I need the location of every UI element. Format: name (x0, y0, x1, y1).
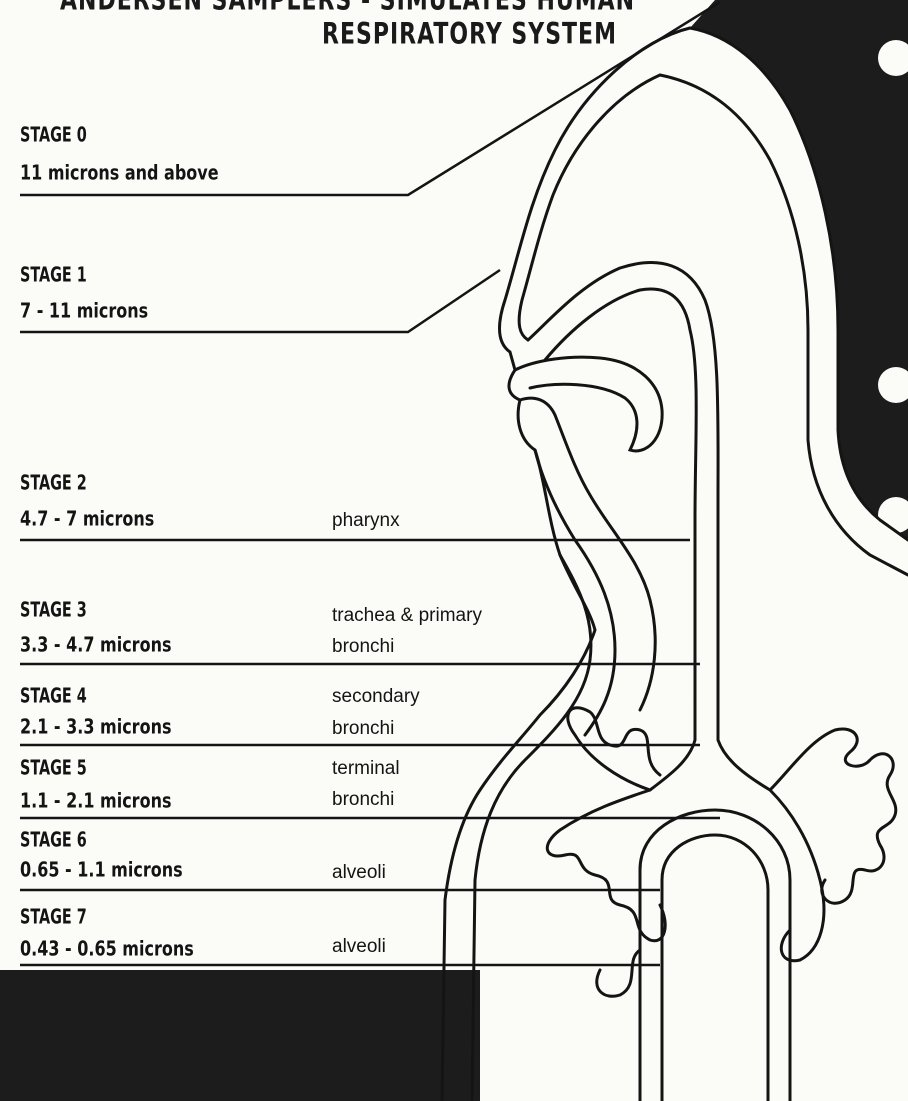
stage-6-range: 0.65 - 1.1 microns (20, 857, 183, 882)
page-title-line-2: RESPIRATORY SYSTEM (322, 18, 617, 52)
stage-2-range: 4.7 - 7 microns (20, 506, 154, 531)
stage-6-region: alveoli (332, 862, 386, 884)
stage-7-region: alveoli (332, 936, 386, 958)
stage-7-range: 0.43 - 0.65 microns (20, 936, 194, 961)
stage-1-label: STAGE 1 (20, 262, 87, 287)
stage-3-region-line-2: bronchi (332, 636, 394, 658)
stage-4-label: STAGE 4 (20, 683, 87, 708)
stage-3-label: STAGE 3 (20, 597, 87, 622)
stage-5-region-line-2: bronchi (332, 789, 394, 811)
head-dark-backdrop (690, 0, 908, 540)
alveoli-outline-left (597, 950, 640, 996)
stage-4-range: 2.1 - 3.3 microns (20, 714, 171, 739)
stage-4-region-line-2: bronchi (332, 718, 394, 740)
left-bronchi-lobe (547, 708, 665, 941)
stage-5-range: 1.1 - 2.1 microns (20, 788, 171, 813)
chin-line (535, 450, 615, 735)
stage-2-region: pharynx (332, 510, 400, 532)
nasal-passage-lower (545, 289, 696, 700)
stage-1-range: 7 - 11 microns (20, 298, 148, 323)
stage-5-region-line-1: terminal (332, 758, 400, 780)
upper-lip (515, 357, 662, 451)
face-profile-inner (519, 75, 660, 340)
stage-0-label: STAGE 0 (20, 122, 87, 147)
stage-7-label: STAGE 7 (20, 904, 87, 929)
stage-4-region-line-1: secondary (332, 686, 420, 708)
lung-arch-inner (662, 835, 768, 1101)
page-title-line-1: ANDERSEN SAMPLERS - SIMULATES HUMAN (60, 0, 635, 18)
stage-6-label: STAGE 6 (20, 827, 87, 852)
stage-3-region-line-1: trachea & primary (332, 605, 482, 627)
bottom-dark-block (0, 970, 480, 1101)
stage-0-range: 11 microns and above (20, 160, 219, 185)
trachea-right (718, 680, 770, 790)
stage-3-range: 3.3 - 4.7 microns (20, 632, 171, 657)
stage-5-label: STAGE 5 (20, 755, 87, 780)
stage-2-label: STAGE 2 (20, 470, 87, 495)
airway-outer (472, 555, 591, 1101)
